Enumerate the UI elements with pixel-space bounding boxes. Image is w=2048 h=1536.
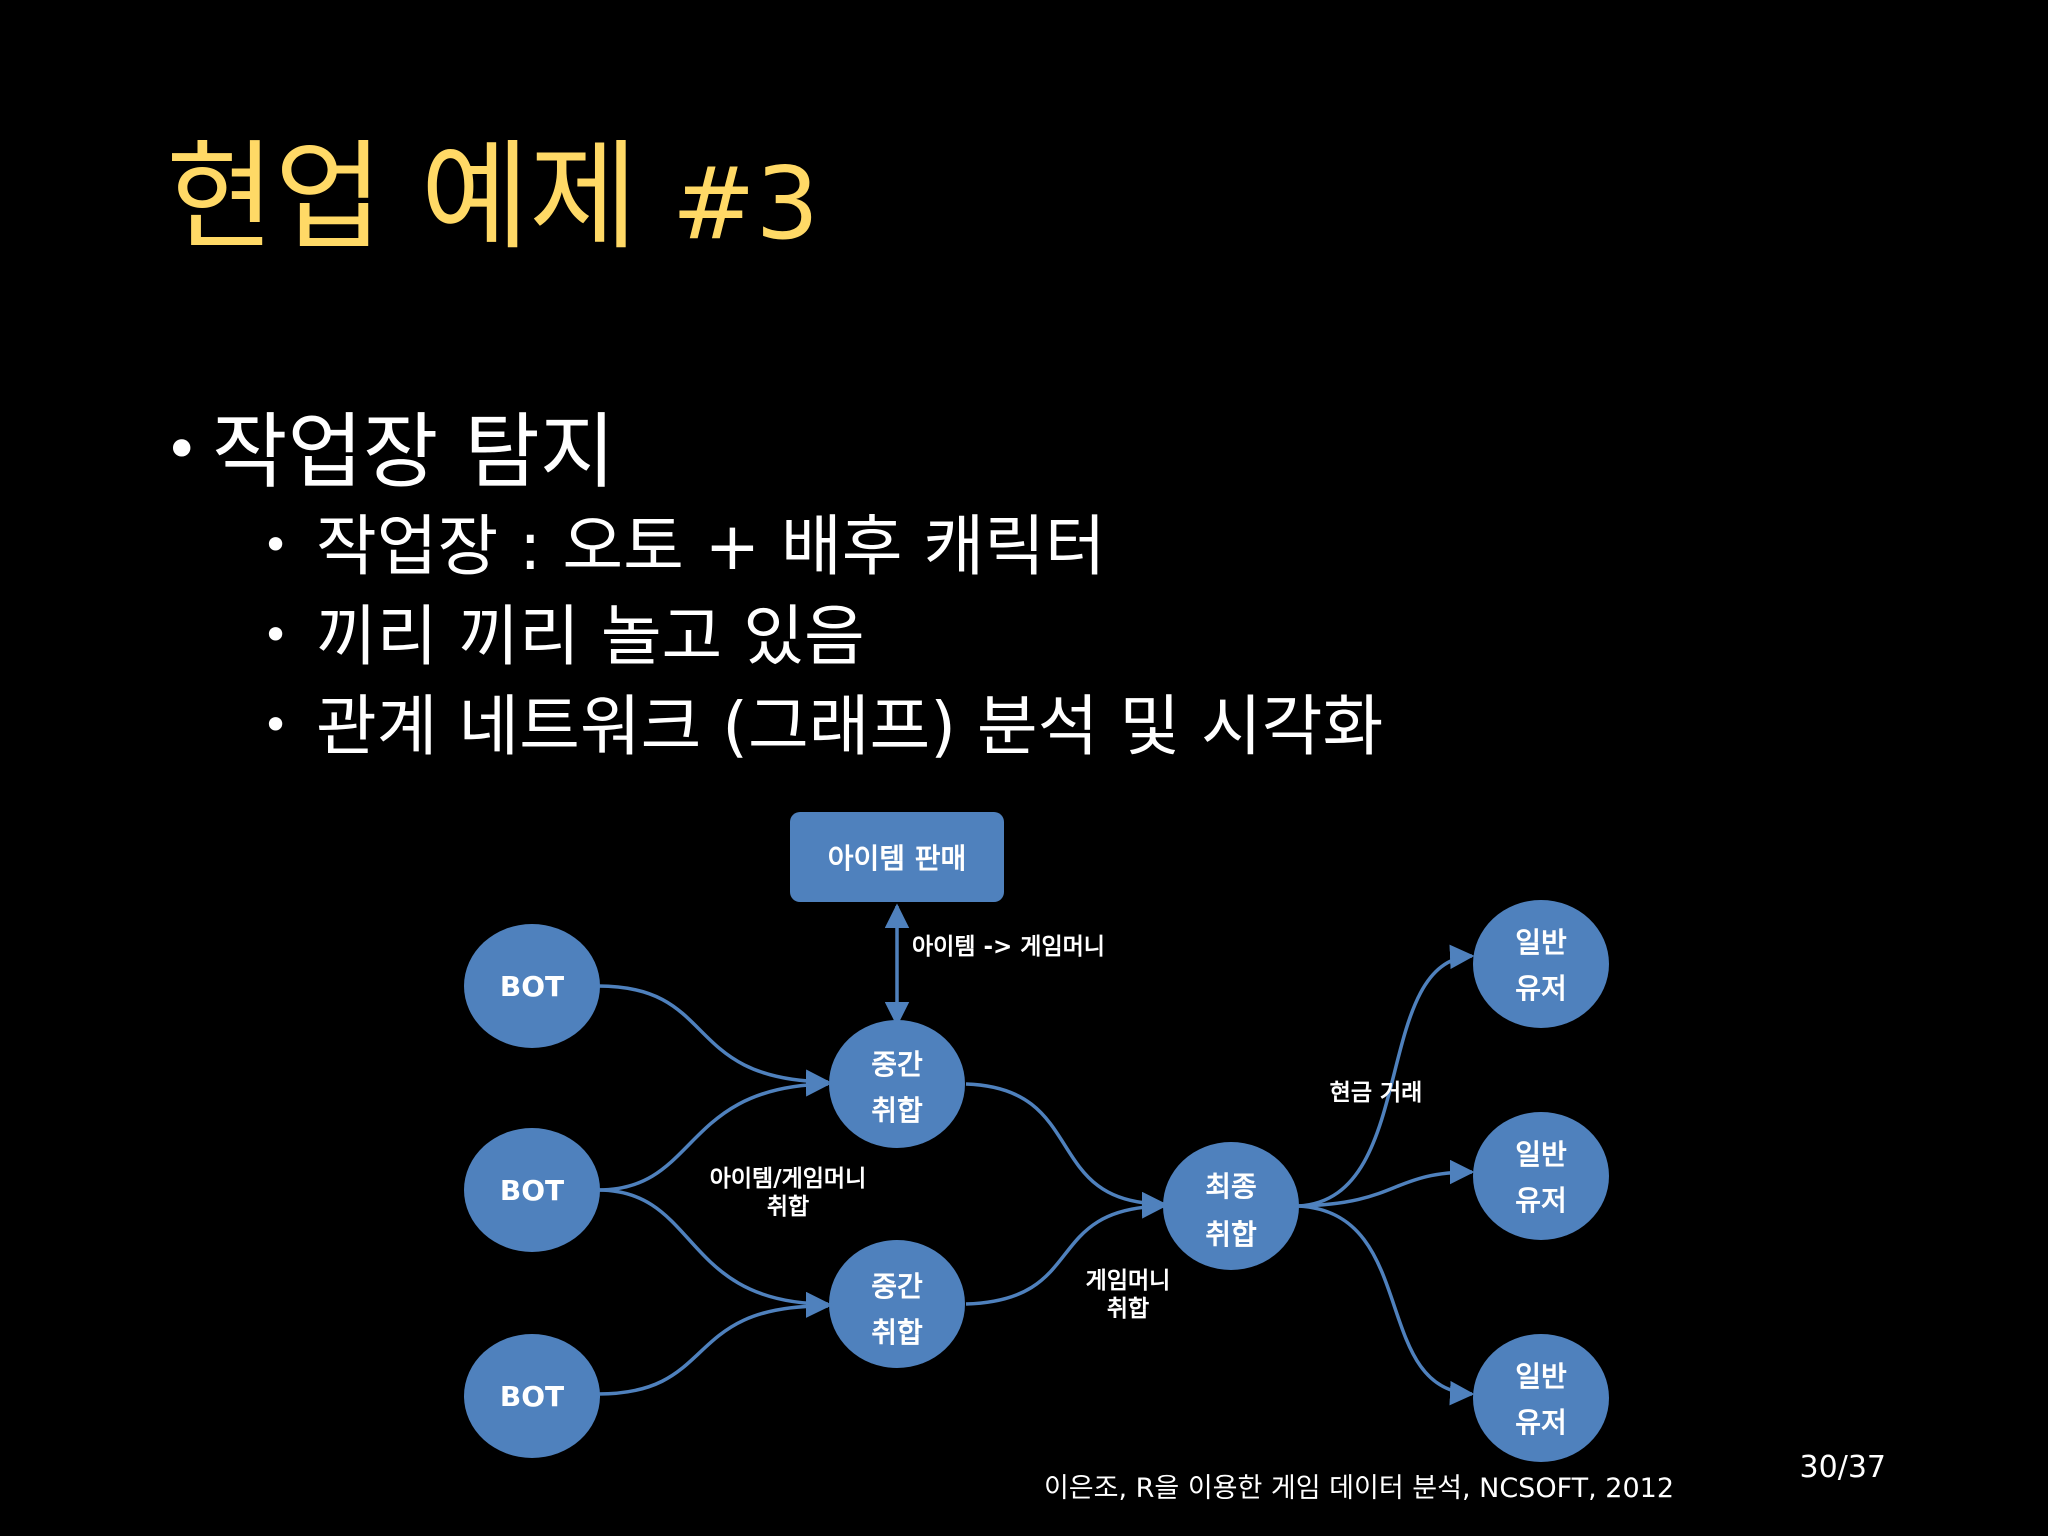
node-mid-collector-line2: 취합 <box>871 1316 923 1349</box>
bullet-dot: • <box>262 608 290 662</box>
node-user <box>1473 900 1609 1028</box>
edge-label-item-money-collect-line2: 취합 <box>767 1194 809 1220</box>
node-bot <box>464 1334 600 1458</box>
node-bot-label: BOT <box>500 1380 564 1413</box>
bullet-text: 작업장 : 오토 + 배후 캐릭터 <box>316 508 1106 585</box>
edge-bot2-mid2 <box>597 1188 831 1317</box>
bullet-text: 끼리 끼리 놀고 있음 <box>316 598 865 675</box>
node-user-line1: 일반 <box>1515 1138 1567 1171</box>
edge-label-money-collect-line1: 게임머니 <box>1086 1268 1171 1294</box>
node-final-collector-line1: 최종 <box>1205 1170 1257 1203</box>
edge-mid2-final <box>965 1194 1167 1306</box>
slide-title: 현업 예제#3 <box>166 138 819 298</box>
node-item-sale-label: 아이템 판매 <box>828 842 967 875</box>
bullet-level2: •끼리 끼리 놀고 있음 <box>262 604 865 670</box>
edge-final-user3 <box>1297 1204 1475 1406</box>
node-final-collector-line2: 취합 <box>1205 1218 1257 1251</box>
edge-label-cash-trade: 현금 거래 <box>1330 1080 1423 1106</box>
node-mid-collector-line2: 취합 <box>871 1094 923 1127</box>
node-user-line2: 유저 <box>1515 1184 1567 1217</box>
bullet-dot: • <box>262 698 290 752</box>
node-bot <box>464 924 600 1048</box>
node-user-line1: 일반 <box>1515 926 1567 959</box>
bullet-text: 관계 네트워크 (그래프) 분석 및 시각화 <box>316 688 1384 765</box>
edge-label-item-money-collect-line1: 아이템/게임머니 <box>710 1166 867 1192</box>
node-mid-collector <box>829 1020 965 1148</box>
edge-bot1-mid1 <box>597 984 831 1094</box>
node-mid-collector-line1: 중간 <box>871 1270 923 1303</box>
bullet-level2: •관계 네트워크 (그래프) 분석 및 시각화 <box>262 694 1383 760</box>
node-bot-label: BOT <box>500 970 564 1003</box>
node-user-line2: 유저 <box>1515 1406 1567 1439</box>
bullet-level1: •작업장 탐지 <box>164 412 615 494</box>
node-mid-collector <box>829 1240 965 1368</box>
node-bot <box>464 1128 600 1252</box>
edge-final-user1 <box>1297 944 1475 1208</box>
bullet-text: 작업장 탐지 <box>212 405 616 500</box>
title-number: #3 <box>671 145 820 262</box>
node-user-line1: 일반 <box>1515 1360 1567 1393</box>
edge-bot2-mid1 <box>597 1072 831 1192</box>
bullet-dot: • <box>164 415 200 485</box>
node-user <box>1473 1334 1609 1462</box>
node-user-line2: 유저 <box>1515 972 1567 1005</box>
node-mid-collector-line1: 중간 <box>871 1048 923 1081</box>
node-bot-label: BOT <box>500 1174 564 1207</box>
edge-final-user2 <box>1297 1159 1475 1208</box>
edge-label-money-collect-line2: 취합 <box>1107 1296 1149 1322</box>
edge-mid1-final <box>965 1082 1167 1217</box>
bullet-dot: • <box>262 518 290 572</box>
node-user <box>1473 1112 1609 1240</box>
bullet-level2: •작업장 : 오토 + 배후 캐릭터 <box>262 514 1106 580</box>
page-number: 30/37 <box>1799 1450 1886 1485</box>
citation: 이은조, R을 이용한 게임 데이터 분석, NCSOFT, 2012 <box>1043 1473 1674 1504</box>
edge-label-item-to-money: 아이템 -> 게임머니 <box>912 934 1105 960</box>
edge-bot3-mid2 <box>597 1293 831 1396</box>
node-item-sale <box>790 812 1004 902</box>
node-final-collector <box>1163 1142 1299 1270</box>
title-main: 현업 예제 <box>166 128 638 266</box>
